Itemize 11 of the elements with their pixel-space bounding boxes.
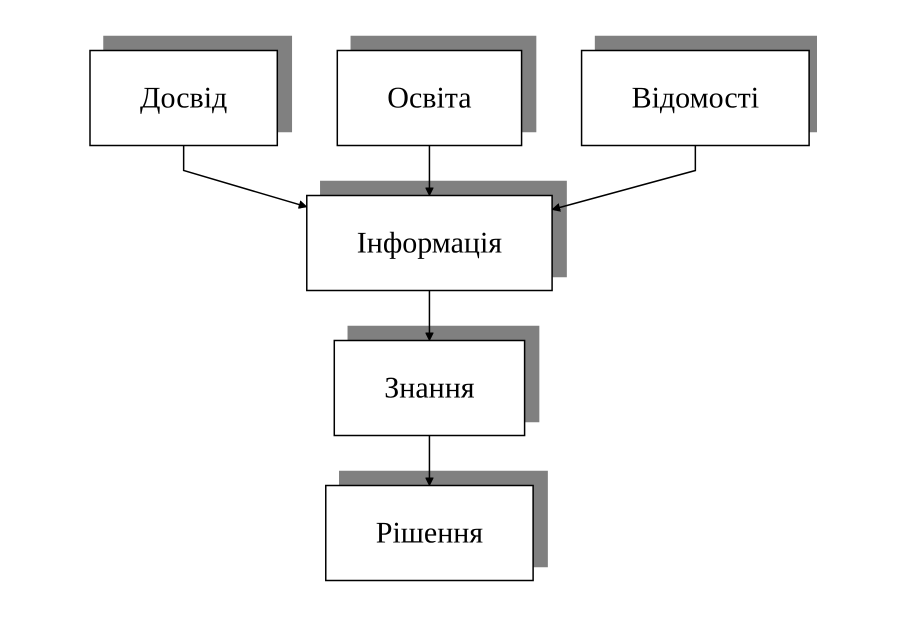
arrow [424,436,434,486]
node-box: Відомості [580,50,810,146]
node-box: Освіта [336,50,522,146]
arrow [424,290,434,341]
node-box: Знання [333,340,526,436]
arrow [182,146,308,209]
arrow [552,146,696,212]
node-box: Інформація [306,194,553,292]
arrow [424,146,434,196]
node-box: Рішення [324,484,534,582]
node-box: Досвід [89,50,278,146]
